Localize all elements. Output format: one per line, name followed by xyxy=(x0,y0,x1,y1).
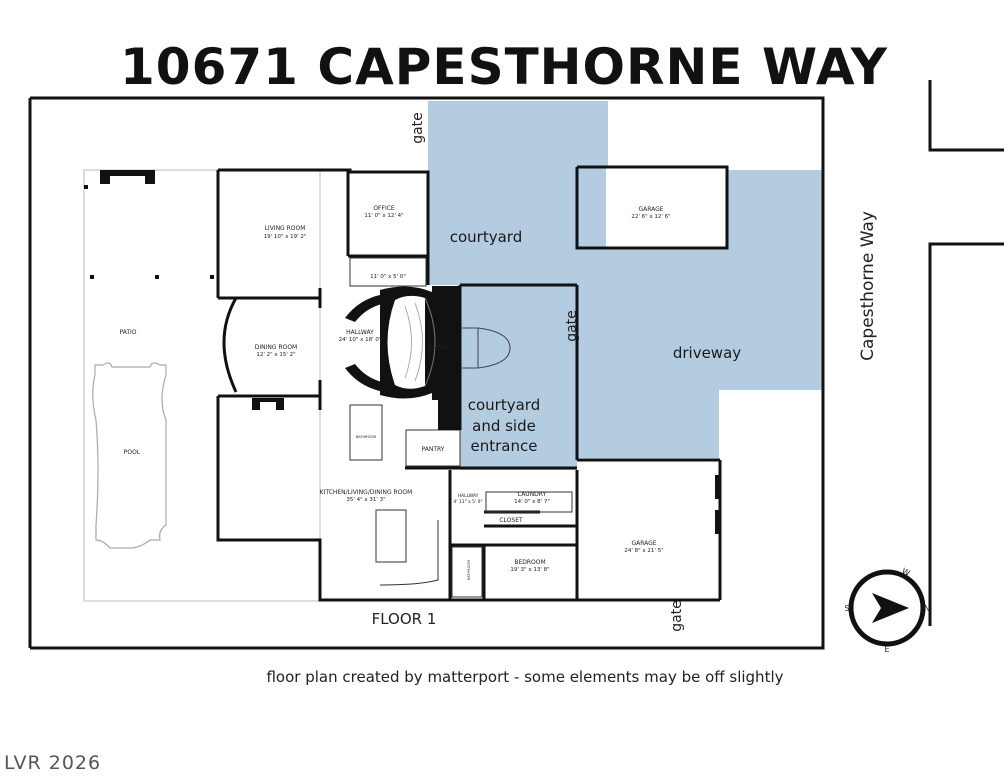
pantry-label: PANTRY xyxy=(422,446,445,453)
side-courtyard-line-2: and side xyxy=(472,417,536,435)
entry-rotunda xyxy=(345,286,511,430)
front-courtyard-zone xyxy=(460,285,577,470)
bathroom-1-label: BATHROOM xyxy=(356,435,376,439)
laundry-label: LAUNDRY xyxy=(518,491,547,498)
living-room-dims: 19' 10" x 19' 2" xyxy=(264,234,307,240)
compass-w: W xyxy=(900,566,911,578)
house-walls xyxy=(216,165,729,602)
floor-label: FLOOR 1 xyxy=(372,610,437,628)
bedroom-dims: 19' 3" x 13' 8" xyxy=(510,567,549,573)
footnote: floor plan created by matterport - some … xyxy=(266,668,784,686)
entry-label: ENTRY xyxy=(428,345,448,352)
laundry-dims: 14' 0" x 8' 7" xyxy=(514,499,550,505)
hallway2-dims: 4' 11" x 5' 9" xyxy=(453,499,482,505)
street-lines xyxy=(928,80,1004,626)
compass-e: E xyxy=(884,645,889,654)
patio-label: PATIO xyxy=(119,329,136,336)
side-courtyard-line-1: courtyard xyxy=(468,396,540,414)
page-title: 10671 CAPESTHORNE WAY xyxy=(120,38,888,96)
overlay-labels: courtyard driveway courtyard and side en… xyxy=(372,112,878,632)
driveway-lower-zone xyxy=(577,390,719,458)
compass-ring xyxy=(848,569,926,647)
street-label: Capesthorne Way xyxy=(858,211,878,361)
courtyard-label: courtyard xyxy=(450,228,522,246)
garage-windows xyxy=(715,475,721,534)
compass-s: S xyxy=(844,604,849,613)
gate-mid-label: gate xyxy=(564,310,580,342)
watermark: LVR 2026 xyxy=(4,752,102,774)
room-labels: PATIO POOL LIVING ROOM 19' 10" x 19' 2" … xyxy=(119,205,670,580)
driveway-label: driveway xyxy=(673,344,741,362)
compass-arrow-icon xyxy=(872,593,909,623)
bathroom-2-label: BATHROOM xyxy=(467,560,471,580)
closet-small-dims: 11' 0" x 5' 0" xyxy=(370,274,406,280)
closet-label: CLOSET xyxy=(499,517,523,524)
living-room-label: LIVING ROOM xyxy=(265,225,306,232)
hallway-label: HALLWAY xyxy=(346,329,374,336)
driveway-zone xyxy=(577,248,823,390)
garage-bottom-label: GARAGE xyxy=(631,540,656,547)
garage-top-dims: 22' 6" x 12' 6" xyxy=(631,214,670,220)
gate-strip-zone xyxy=(572,101,608,167)
lot-boundary xyxy=(28,96,825,650)
office-dims: 11' 0" x 12' 4" xyxy=(364,213,403,219)
compass: W N S E xyxy=(844,566,930,654)
pool-label: POOL xyxy=(124,449,141,456)
hallway-dims: 24' 10" x 18' 0" xyxy=(339,337,382,343)
dining-room-label: DINING ROOM xyxy=(255,344,297,351)
garage-bottom-dims: 24' 8" x 21' 5" xyxy=(624,548,663,554)
gate-top-label: gate xyxy=(410,112,426,144)
garage-top-label: GARAGE xyxy=(638,206,663,213)
side-courtyard-line-3: entrance xyxy=(471,437,538,455)
hallway2-label: HALLWAY xyxy=(458,493,479,499)
office-label: OFFICE xyxy=(373,205,395,212)
kitchen-label: KITCHEN/LIVING/DINING ROOM xyxy=(320,489,413,496)
bedroom-label: BEDROOM xyxy=(514,559,545,566)
pool xyxy=(92,362,167,549)
dining-room-dims: 12' 2" x 15' 2" xyxy=(256,352,295,358)
patio-posts xyxy=(84,185,214,279)
gate-bottom-label: gate xyxy=(669,600,685,632)
garage-top-side-zone xyxy=(727,170,823,248)
kitchen-dims: 35' 4" x 31' 3" xyxy=(346,497,385,503)
interior-lines xyxy=(349,257,573,598)
compass-n: N xyxy=(924,604,930,613)
